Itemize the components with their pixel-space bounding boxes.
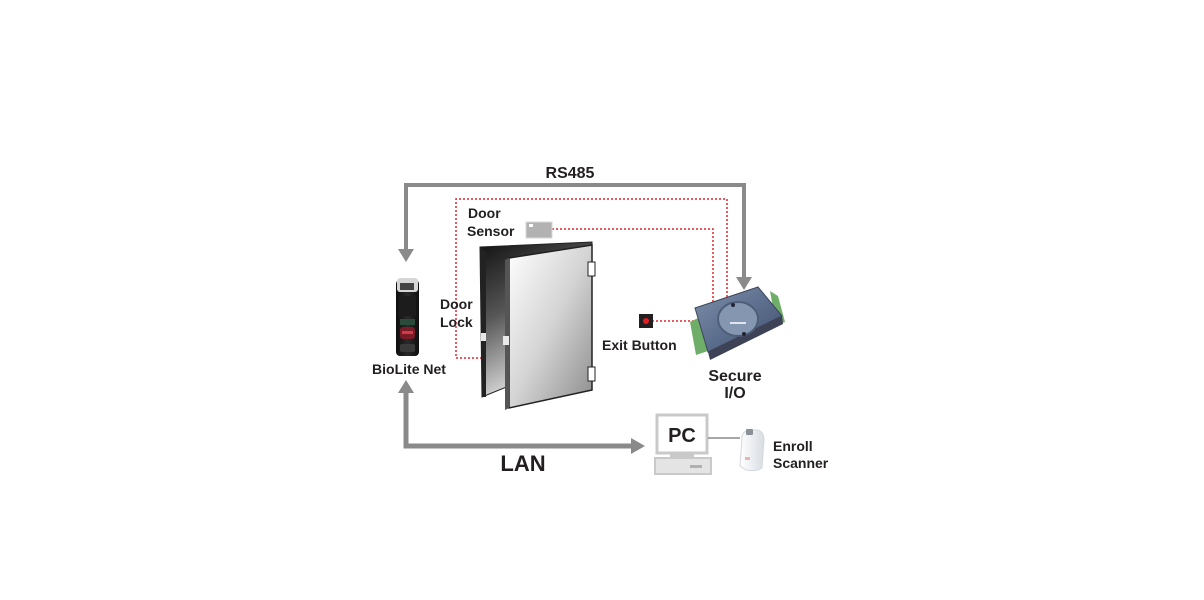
door-lock-plate (481, 333, 486, 341)
door-frame-left (480, 247, 486, 397)
pc-computer-icon (654, 413, 712, 475)
pc: PC (654, 413, 740, 475)
enroll-scanner: Enroll Scanner (739, 429, 829, 472)
secure-io-label-line1: Secure (708, 368, 761, 385)
secure-io-device-icon (690, 286, 785, 360)
pc-label: PC (668, 425, 696, 447)
door-hinge-top (587, 261, 596, 277)
lan-label: LAN (500, 451, 545, 476)
biolite-net: BioLite Net (372, 278, 446, 377)
rs485-arrowhead-secure-io (736, 277, 752, 290)
secure-io-label-line2: I/O (724, 385, 745, 402)
lan-arrowhead-pc (631, 438, 645, 454)
door-sensor-label-line1: Door (468, 205, 501, 221)
rs485-connection: RS485 (398, 165, 752, 290)
biolite-net-device-icon (396, 278, 419, 356)
door-lock-wire (455, 198, 728, 359)
door-sensor-wire (552, 228, 714, 320)
rs485-label: RS485 (546, 165, 595, 182)
secure-io: Secure I/O (690, 286, 785, 402)
door-hinge-bottom (587, 366, 596, 382)
door-sensor: Door Sensor (467, 205, 553, 239)
exit-button-led (643, 318, 649, 324)
exit-button: Exit Button (602, 314, 677, 353)
lan-connection: LAN (398, 380, 645, 476)
enroll-scanner-icon (739, 429, 765, 472)
door-icon (479, 241, 596, 410)
door-front-panel (508, 244, 593, 409)
door-edge (505, 258, 509, 410)
door-sensor-highlight (529, 224, 533, 227)
door-lock-label-line1: Door (440, 296, 473, 312)
biolite-net-label: BioLite Net (372, 361, 446, 377)
rs485-arrowhead-biolite (398, 249, 414, 262)
door-handle-plate (503, 336, 509, 345)
lan-line (403, 392, 632, 449)
exit-button-label: Exit Button (602, 337, 677, 353)
door-lock-label-line2: Lock (440, 314, 473, 330)
lan-arrowhead-biolite (398, 380, 414, 393)
rs485-line (404, 183, 746, 278)
enroll-scanner-label-line2: Scanner (773, 455, 829, 471)
enroll-scanner-label-line1: Enroll (773, 438, 813, 454)
door-lock: Door Lock (440, 296, 473, 330)
door-sensor-label-line2: Sensor (467, 223, 515, 239)
